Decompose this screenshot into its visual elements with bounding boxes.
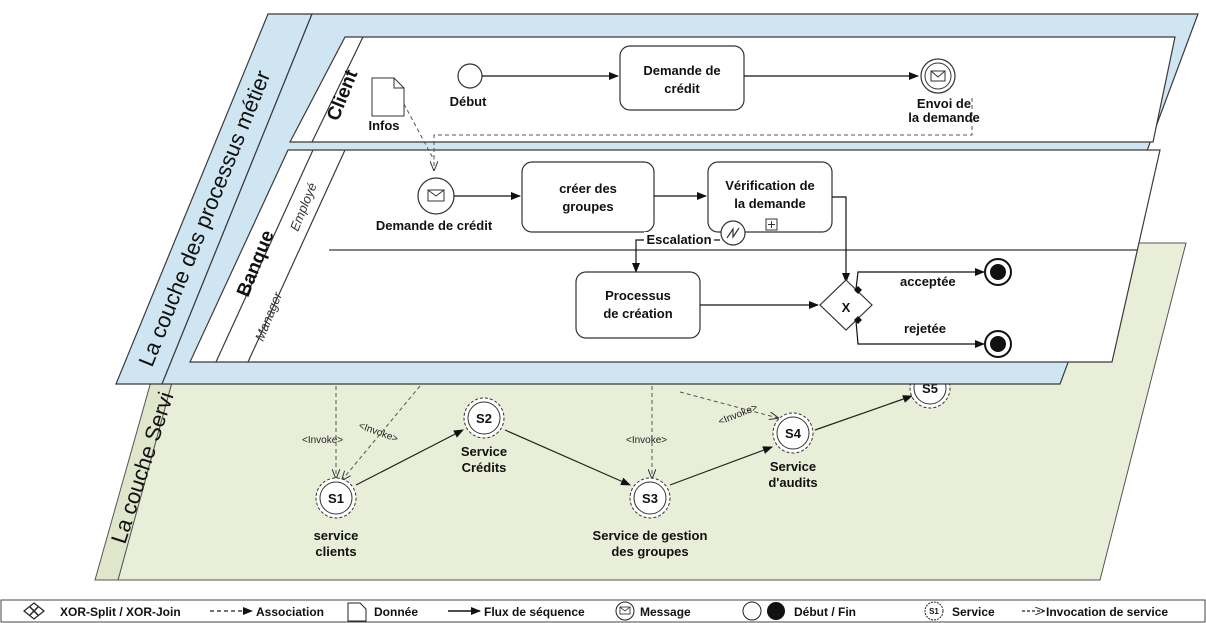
task-create-groups[interactable]: créer des groupes [521, 161, 655, 233]
legend-label: Message [640, 605, 691, 619]
task-verify-request[interactable]: Vérification de la demande [707, 161, 833, 233]
start-event[interactable]: Début [450, 63, 488, 109]
event-label: Envoi de [917, 96, 971, 111]
invocation-links [336, 385, 778, 480]
service-node-s1[interactable]: S1 service clients [314, 477, 359, 559]
escalation-boundary-event[interactable] [720, 220, 746, 246]
service-id: S2 [476, 411, 492, 426]
task-label: la demande [734, 196, 806, 211]
invoke-label: <Invoke> [302, 435, 343, 446]
invoke-label: <Invoke> [626, 435, 667, 446]
service-label: Service [770, 459, 816, 474]
task-label: Processus [605, 288, 671, 303]
service-id: S3 [642, 491, 658, 506]
service-id: S4 [785, 426, 802, 441]
service-id: S5 [922, 381, 938, 396]
escalation-label: Escalation [646, 232, 711, 247]
service-label: clients [315, 544, 356, 559]
default-flow-marker [854, 316, 862, 324]
service-flows [355, 395, 913, 486]
envelope-icon [930, 70, 946, 82]
task-label: créer des [559, 181, 617, 196]
task-label: Vérification de [725, 178, 815, 193]
legend-label: Flux de séquence [484, 605, 585, 619]
service-node-s4[interactable]: S4 Service d'audits [768, 412, 818, 490]
legend-label: Service [952, 605, 995, 619]
legend-label: Association [256, 605, 324, 619]
sequence-flow [855, 268, 985, 290]
task-credit-request[interactable]: Demande de crédit [619, 45, 745, 111]
envelope-icon [615, 601, 635, 621]
default-flow-marker [854, 286, 862, 294]
legend: XOR-Split / XOR-Join Association Donnée … [0, 599, 1206, 623]
service-label: d'audits [768, 475, 817, 490]
service-label: service [314, 528, 359, 543]
xor-icon [23, 602, 45, 620]
escalation-icon [726, 227, 740, 239]
task-creation-process[interactable]: Processus de création [575, 271, 701, 339]
service-label: Crédits [462, 460, 507, 475]
end-circle-icon [767, 602, 785, 620]
event-label: Demande de crédit [376, 218, 493, 233]
gateway-symbol: X [842, 300, 851, 315]
document-icon [347, 602, 367, 622]
task-label: de création [603, 306, 672, 321]
legend-label: XOR-Split / XOR-Join [60, 605, 181, 619]
start-event-label: Début [450, 94, 488, 109]
task-label: Demande de [643, 63, 720, 78]
end-event-rejected[interactable] [984, 330, 1012, 358]
service-icon-text: S1 [929, 607, 939, 616]
association-line [403, 103, 435, 161]
task-label: groupes [562, 199, 613, 214]
service-label: des groupes [611, 544, 688, 559]
flow-label: rejetée [904, 321, 946, 336]
service-id: S1 [328, 491, 344, 506]
end-event-accepted[interactable] [984, 258, 1012, 286]
service-label: Service de gestion [593, 528, 708, 543]
sequence-flow [855, 320, 985, 348]
legend-label: Donnée [374, 605, 418, 619]
flow-label: acceptée [900, 274, 956, 289]
legend-label: Début / Fin [794, 605, 856, 619]
start-circle-icon [742, 601, 762, 621]
escalation-label-bg [644, 232, 714, 246]
send-message-event[interactable]: Envoi de la demande [908, 58, 980, 125]
data-object-label: Infos [368, 118, 399, 133]
message-start-event[interactable]: Demande de crédit [376, 177, 493, 233]
service-icon: S1 [924, 601, 944, 621]
data-object-infos[interactable]: Infos [368, 77, 405, 133]
service-node-s3[interactable]: S3 Service de gestion des groupes [593, 477, 708, 559]
service-label: Service [461, 444, 507, 459]
service-node-s2[interactable]: S2 Service Crédits [461, 397, 507, 475]
sequence-flow [832, 196, 850, 283]
task-label: crédit [664, 81, 700, 96]
legend-label: Invocation de service [1046, 605, 1168, 619]
event-label: la demande [908, 110, 980, 125]
